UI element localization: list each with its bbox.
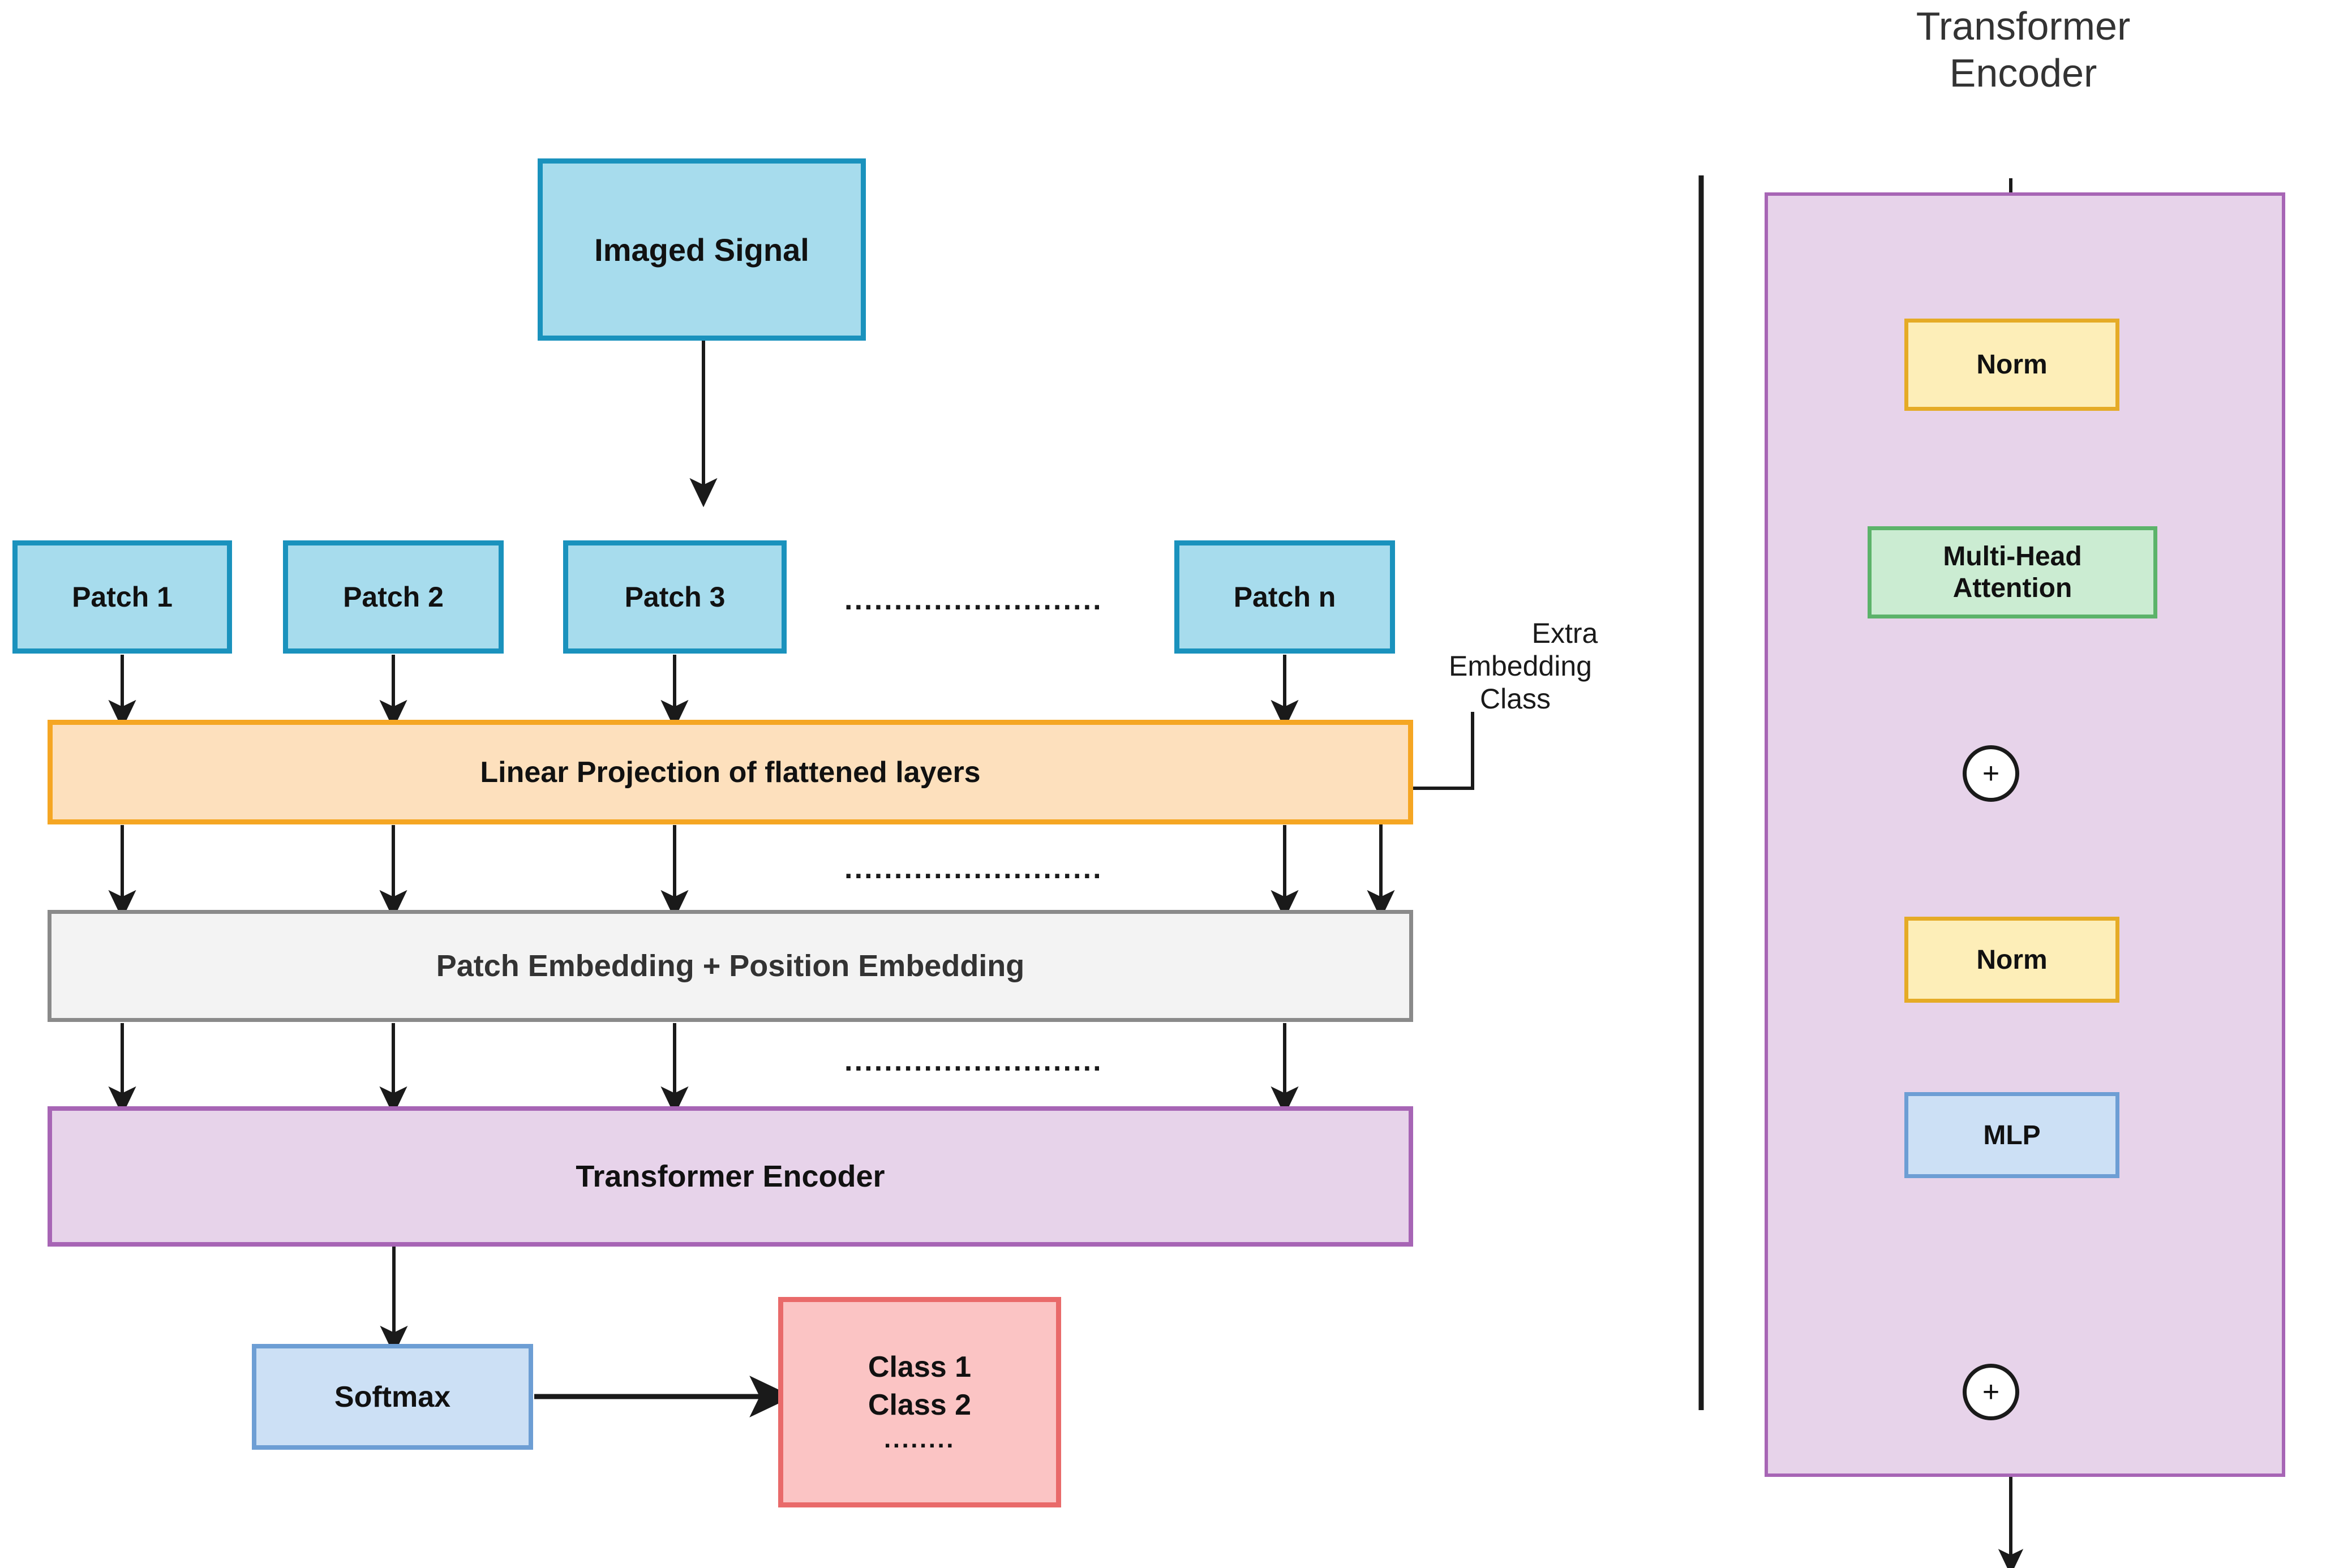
extra-embedding-line3: Class xyxy=(1480,683,1551,715)
norm-top-label: Norm xyxy=(1976,350,2048,380)
patch-box-3[interactable]: Patch 3 xyxy=(563,540,787,654)
patch-box-1-label: Patch 1 xyxy=(72,581,173,613)
norm-top-box[interactable]: Norm xyxy=(1904,319,2119,411)
extra-embedding-class-note: Extra Embedding Class xyxy=(1449,617,1650,715)
transformer-encoder-bar[interactable]: Transformer Encoder xyxy=(48,1106,1413,1247)
add-node-top[interactable]: + xyxy=(1963,745,2019,802)
attention-label-line2: Attention xyxy=(1952,573,2072,603)
extra-embedding-line1: Extra xyxy=(1531,617,1598,649)
extra-embedding-line2: Embedding xyxy=(1449,650,1592,682)
multi-head-attention-box[interactable]: Multi-Head Attention xyxy=(1868,526,2157,618)
patch-box-n-label: Patch n xyxy=(1233,581,1336,613)
add-node-bottom[interactable]: + xyxy=(1963,1364,2019,1420)
norm-bottom-box[interactable]: Norm xyxy=(1904,917,2119,1003)
transformer-encoder-bar-label: Transformer Encoder xyxy=(576,1159,885,1193)
patch-box-1[interactable]: Patch 1 xyxy=(12,540,232,654)
patch-row-ellipsis: .......................... xyxy=(844,583,1103,616)
embedding-row-ellipsis: .......................... xyxy=(844,1045,1103,1077)
mlp-label: MLP xyxy=(1983,1120,2041,1150)
linear-projection-label: Linear Projection of flattened layers xyxy=(480,755,981,789)
patch-box-2[interactable]: Patch 2 xyxy=(283,540,504,654)
imaged-signal-box[interactable]: Imaged Signal xyxy=(538,158,866,341)
attention-label-line1: Multi-Head xyxy=(1943,541,2082,572)
softmax-box[interactable]: Softmax xyxy=(252,1344,533,1450)
classes-box[interactable]: Class 1 Class 2 ........ xyxy=(778,1297,1061,1507)
encoder-title-line2: Encoder xyxy=(1949,50,2097,95)
mlp-box[interactable]: MLP xyxy=(1904,1092,2119,1178)
linear-projection-box[interactable]: Linear Projection of flattened layers xyxy=(48,720,1413,824)
encoder-detail-title: Transformer Encoder xyxy=(1788,3,2258,96)
patch-box-2-label: Patch 2 xyxy=(343,581,444,613)
patch-box-n[interactable]: Patch n xyxy=(1174,540,1395,654)
classes-ellipsis: ........ xyxy=(884,1425,955,1454)
class-1-label: Class 1 xyxy=(868,1351,972,1384)
patch-position-embedding-label: Patch Embedding + Position Embedding xyxy=(436,949,1025,983)
projection-row-ellipsis: .......................... xyxy=(844,852,1103,885)
patch-position-embedding-box[interactable]: Patch Embedding + Position Embedding xyxy=(48,910,1413,1022)
add-node-bottom-label: + xyxy=(1982,1376,2000,1408)
patch-box-3-label: Patch 3 xyxy=(624,581,726,613)
encoder-title-line1: Transformer xyxy=(1916,4,2131,48)
imaged-signal-label: Imaged Signal xyxy=(594,231,809,268)
add-node-top-label: + xyxy=(1982,757,2000,790)
softmax-label: Softmax xyxy=(334,1380,451,1414)
class-2-label: Class 2 xyxy=(868,1388,972,1421)
norm-bottom-label: Norm xyxy=(1976,944,2048,975)
